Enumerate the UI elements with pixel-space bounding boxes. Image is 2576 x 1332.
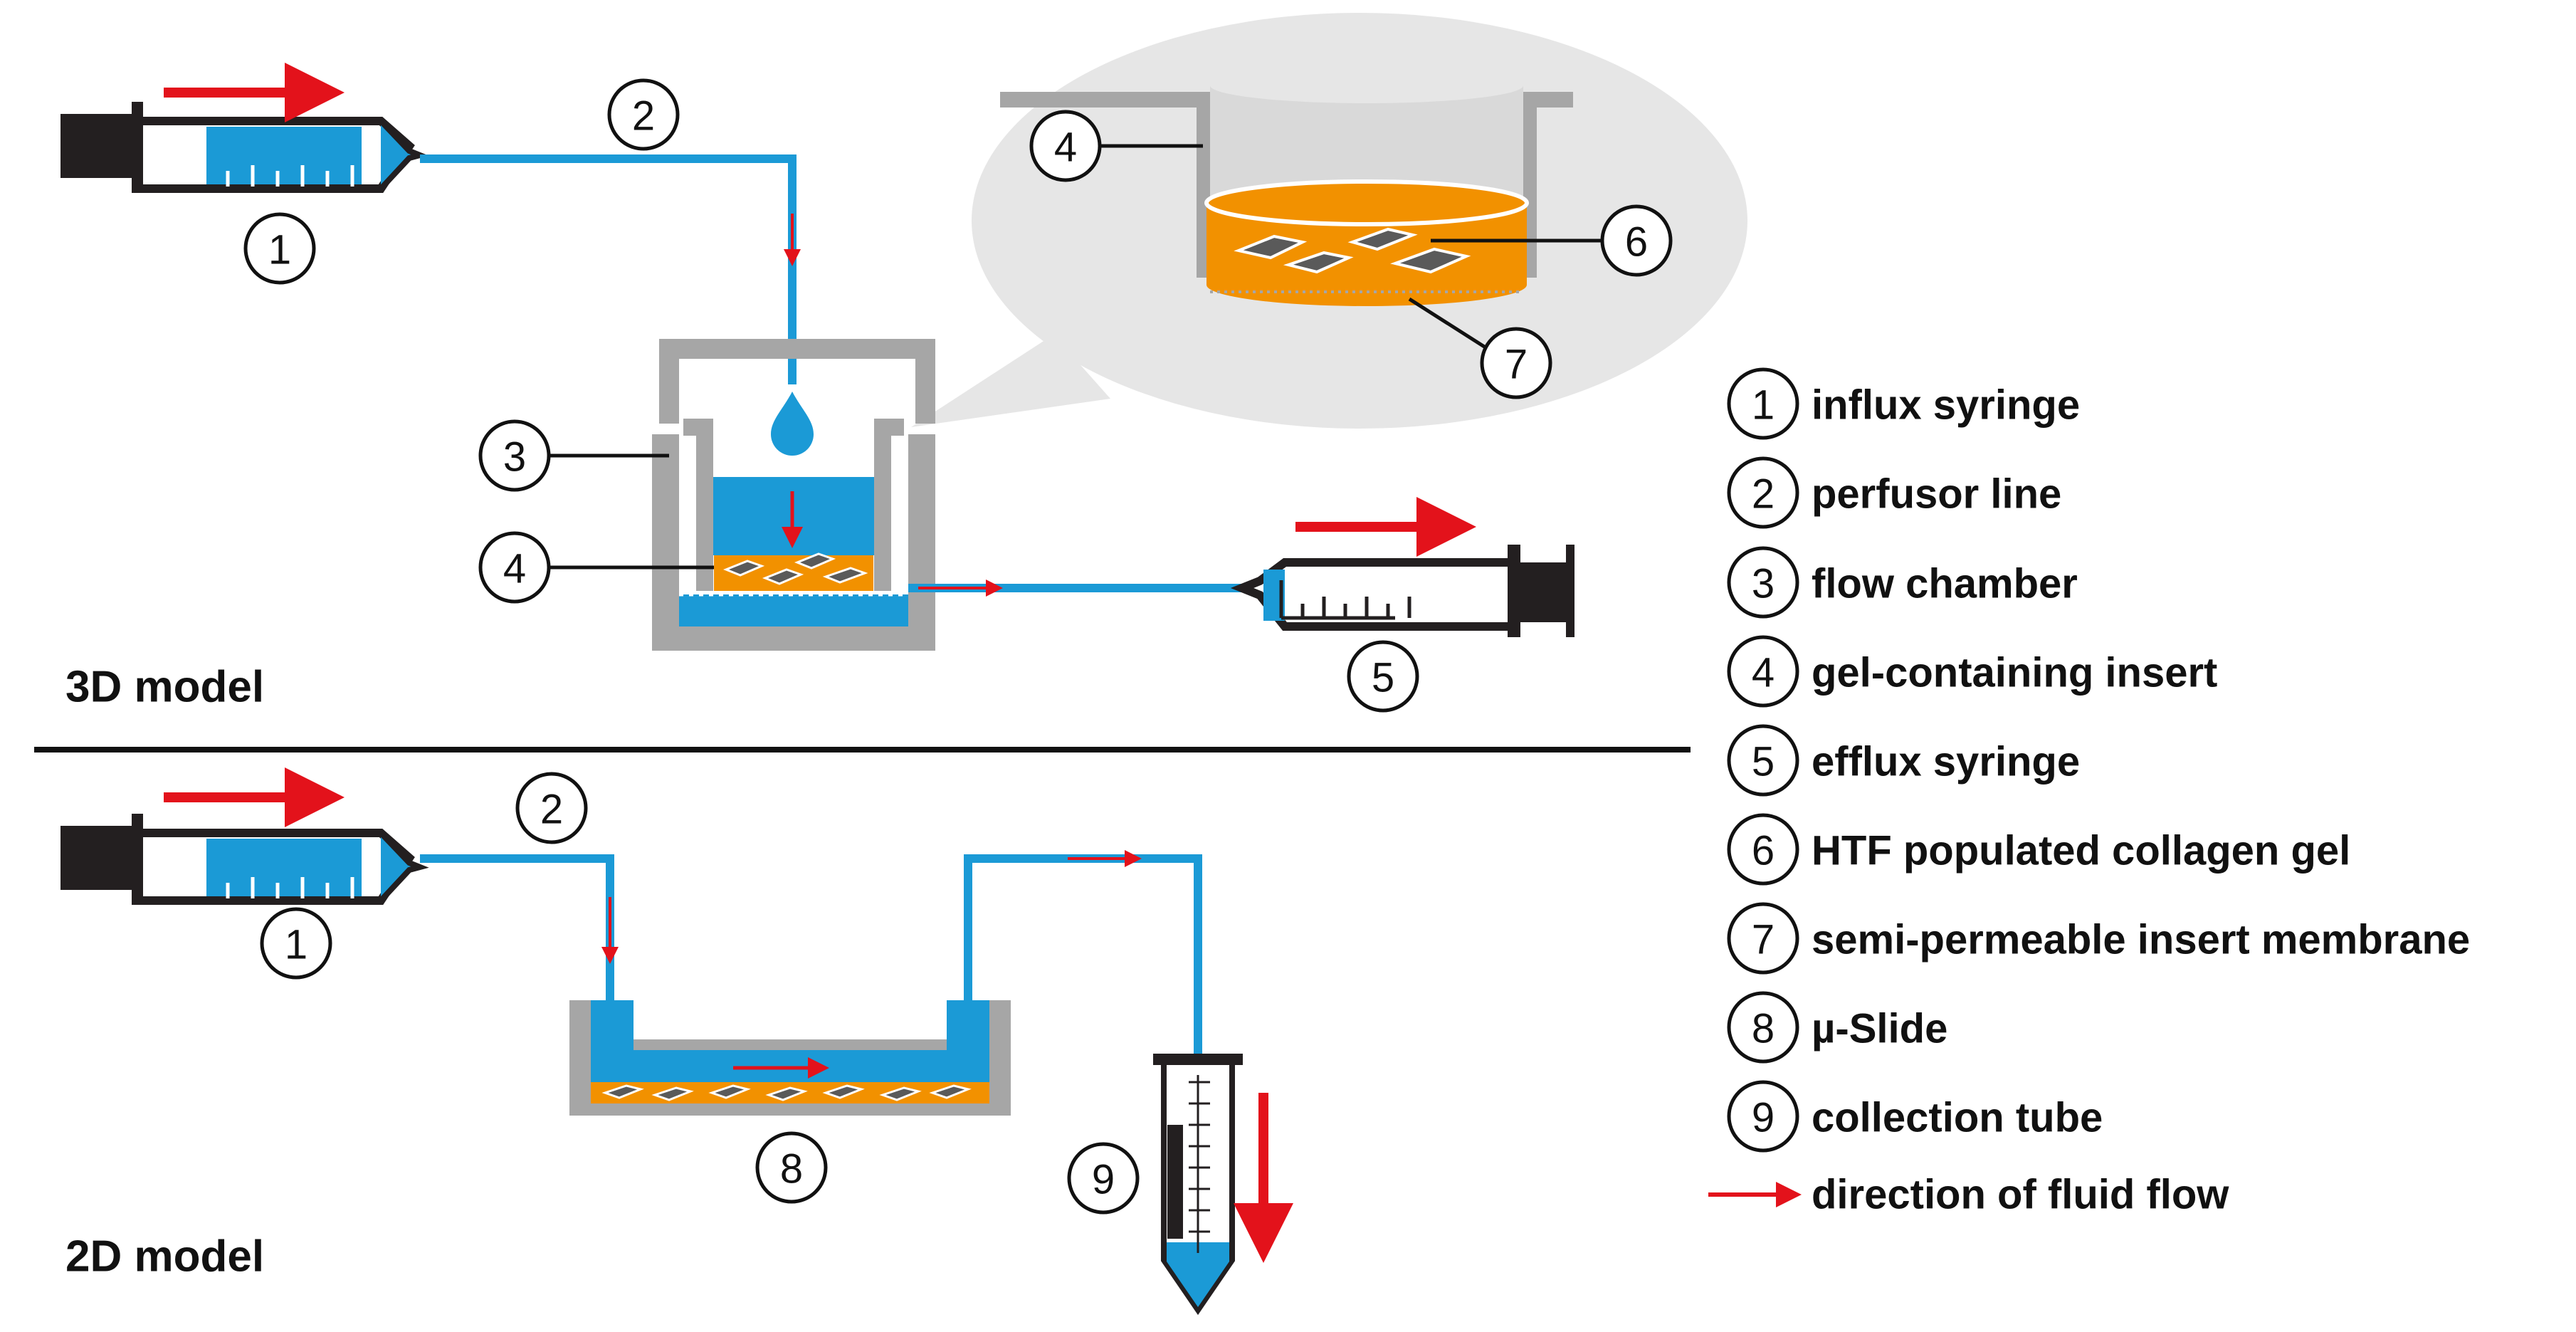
svg-text:9: 9: [1092, 1157, 1115, 1203]
efflux-syringe: [1230, 497, 1574, 637]
svg-text:8: 8: [780, 1146, 803, 1192]
callout-5: 5: [1347, 640, 1419, 713]
callout-7: 7: [1408, 297, 1552, 399]
influx-syringe-2d: [61, 767, 429, 905]
legend-label: direction of fluid flow: [1812, 1172, 2229, 1218]
svg-text:6: 6: [1752, 828, 1775, 874]
legend-item-flow: direction of fluid flow: [1708, 1172, 2229, 1218]
callout-1-3d: 1: [243, 212, 316, 285]
svg-text:9: 9: [1752, 1095, 1775, 1141]
legend-label: efflux syringe: [1812, 739, 2080, 785]
svg-text:7: 7: [1505, 342, 1528, 388]
legend-label: HTF populated collagen gel: [1812, 828, 2350, 874]
insert-magnification-bubble: [911, 13, 1747, 429]
legend-label: perfusor line: [1812, 471, 2061, 518]
legend-label: flow chamber: [1812, 561, 2078, 607]
model-2d: 1 2 8 9 2D model: [61, 767, 1293, 1316]
influx-syringe-3d: [61, 63, 429, 193]
model-3d: 1 2 3 4 4 6 7: [61, 13, 1747, 713]
svg-text:6: 6: [1625, 219, 1648, 266]
callout-3-3d: 3: [478, 419, 669, 492]
svg-text:1: 1: [268, 227, 291, 273]
legend-label: gel-containing insert: [1812, 650, 2217, 696]
legend-item: 6 HTF populated collagen gel: [1727, 813, 2350, 886]
legend-label: influx syringe: [1812, 382, 2080, 429]
svg-text:7: 7: [1752, 917, 1775, 963]
legend-item: 4 gel-containing insert: [1727, 635, 2217, 708]
callout-2-2d: 2: [515, 772, 588, 844]
mu-slide: [569, 1000, 1011, 1116]
legend-item: 1 influx syringe: [1727, 367, 2080, 440]
svg-text:2: 2: [540, 787, 563, 833]
svg-text:4: 4: [1054, 125, 1077, 171]
callout-1-2d: 1: [260, 907, 332, 980]
svg-text:2: 2: [632, 93, 655, 140]
model-3d-label: 3D model: [65, 663, 264, 712]
callout-2-3d: 2: [607, 78, 680, 151]
svg-text:4: 4: [1752, 650, 1775, 696]
legend-label: collection tube: [1812, 1095, 2103, 1141]
legend-item: 5 efflux syringe: [1727, 724, 2080, 797]
legend-label: µ-Slide: [1812, 1006, 1947, 1052]
collection-tube: [1153, 1054, 1293, 1316]
svg-text:5: 5: [1372, 655, 1394, 701]
perfusor-line-2d: [420, 854, 614, 1004]
callout-4-bubble: 4: [1029, 110, 1203, 182]
legend-item: 8 µ-Slide: [1727, 991, 1947, 1064]
legend-item: 7 semi-permeable insert membrane: [1727, 902, 2470, 975]
callout-8: 8: [755, 1131, 828, 1204]
legend: 1 influx syringe 2 perfusor line 3 flow …: [1708, 367, 2470, 1218]
svg-text:5: 5: [1752, 739, 1775, 785]
callout-6: 6: [1431, 204, 1673, 277]
legend-label: semi-permeable insert membrane: [1812, 917, 2470, 963]
legend-item: 9 collection tube: [1727, 1080, 2103, 1153]
droplet-icon: [771, 392, 814, 456]
legend-item: 3 flow chamber: [1727, 546, 2078, 619]
svg-text:3: 3: [503, 434, 526, 481]
svg-text:3: 3: [1752, 561, 1775, 607]
svg-text:1: 1: [285, 922, 307, 968]
model-2d-label: 2D model: [65, 1232, 264, 1281]
callout-4-3d: 4: [478, 531, 714, 604]
svg-text:4: 4: [503, 546, 526, 592]
callout-9: 9: [1067, 1142, 1140, 1215]
svg-text:8: 8: [1752, 1006, 1775, 1052]
svg-text:1: 1: [1752, 382, 1775, 429]
legend-item: 2 perfusor line: [1727, 456, 2061, 529]
svg-text:2: 2: [1752, 471, 1775, 518]
perfusor-line-3d: [420, 154, 797, 384]
flow-chamber-3d: [652, 339, 935, 651]
